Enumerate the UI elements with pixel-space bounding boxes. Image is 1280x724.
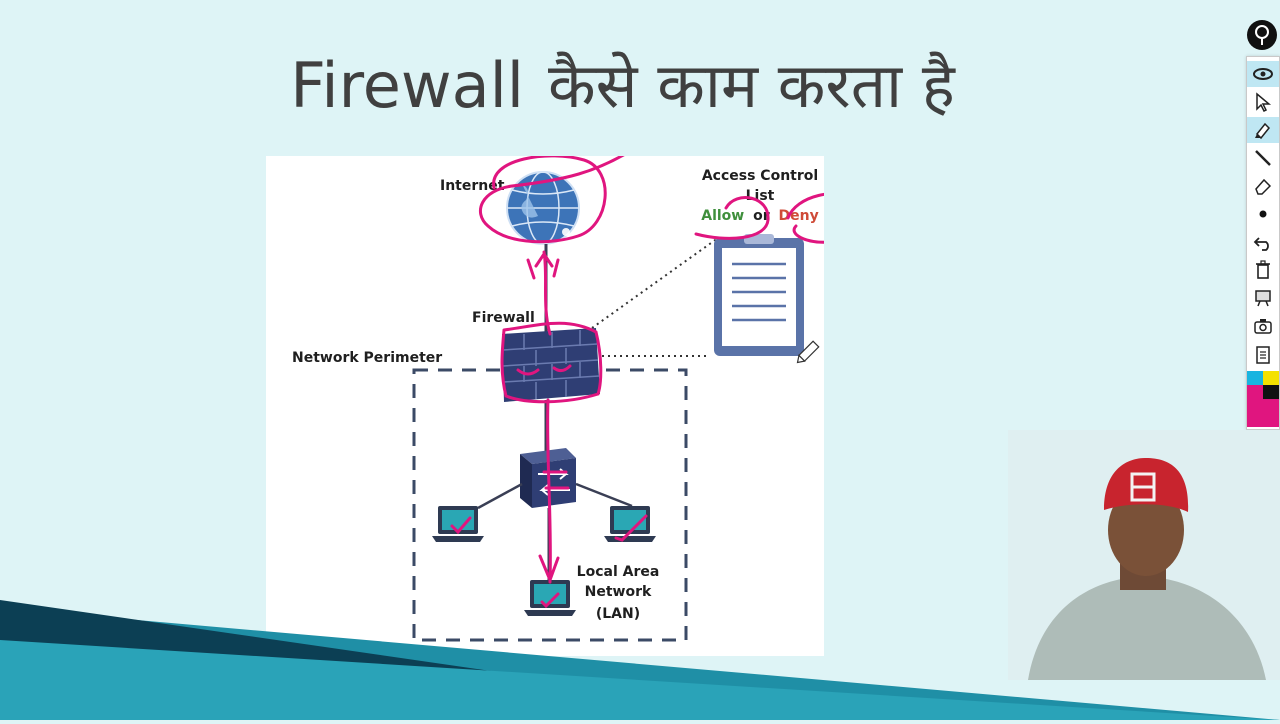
trash-tool-button[interactable] — [1247, 257, 1279, 283]
presenter-avatar — [1008, 430, 1280, 680]
annotation-toolbar — [1246, 56, 1280, 430]
firewall-wall-icon — [502, 328, 600, 402]
acl-clipboard-icon — [714, 234, 804, 356]
annotation-tick-left — [450, 516, 472, 535]
color-swatch-selected[interactable] — [1247, 399, 1279, 427]
acl-allow-deny: Allow or Deny — [701, 208, 818, 224]
annotation-arrow-down-1 — [526, 250, 560, 336]
lan-label-line1: Local Area — [577, 564, 660, 580]
network-perimeter-label: Network Perimeter — [292, 350, 442, 366]
annotation-internet-loop — [478, 156, 625, 244]
color-swatch-magenta[interactable] — [1247, 385, 1263, 399]
annotation-deny-loop — [786, 193, 824, 244]
switch-left-line — [477, 482, 523, 510]
pin-toolbar-button[interactable] — [1247, 20, 1277, 50]
color-swatch-cyan[interactable] — [1247, 371, 1263, 385]
slide-title-hindi: कैसे काम करता है — [548, 49, 955, 122]
color-swatch-black[interactable] — [1263, 385, 1279, 399]
allow-label: Allow — [701, 208, 744, 224]
acl-link-top — [591, 237, 719, 329]
pointer-icon — [1256, 92, 1272, 112]
trash-icon — [1256, 260, 1270, 279]
diagram-canvas: Internet Access Control List Allow or De… — [292, 156, 824, 642]
lan-label-line2: Network — [585, 584, 652, 600]
undo-icon — [1253, 237, 1269, 251]
deny-label: Deny — [779, 208, 819, 224]
highlighter-icon — [1255, 122, 1271, 140]
annotation-firewall-box — [500, 321, 603, 404]
internet-label: Internet — [440, 178, 505, 194]
dot-icon — [1259, 210, 1267, 218]
pen-tool-button[interactable] — [1247, 145, 1279, 171]
eraser-tool-button[interactable] — [1247, 173, 1279, 199]
highlighter-tool-button[interactable] — [1247, 117, 1279, 143]
laptop-bottom-icon — [524, 580, 576, 616]
pen-annotations — [450, 156, 824, 609]
whiteboard-icon — [1255, 290, 1271, 307]
annotation-firewall-ticks — [516, 364, 572, 376]
network-perimeter-box — [412, 368, 688, 642]
annotation-allow-loop — [694, 196, 770, 240]
lan-label-line3: (LAN) — [596, 606, 640, 622]
clipboard-icon — [1256, 346, 1270, 364]
slide-title-english: Firewall — [290, 49, 525, 122]
eye-tool-button[interactable] — [1247, 61, 1279, 87]
pen-icon — [1255, 150, 1271, 166]
color-swatch-yellow[interactable] — [1263, 371, 1279, 385]
acl-label-line1: Access Control — [702, 168, 818, 184]
slide-title: Firewall कैसे काम करता है — [0, 42, 1245, 126]
pin-icon — [1255, 25, 1269, 45]
pencil-cursor-icon — [796, 340, 820, 364]
switch-right-line — [575, 482, 633, 508]
camera-icon — [1254, 319, 1272, 334]
camera-tool-button[interactable] — [1247, 313, 1279, 339]
color-palette[interactable] — [1247, 371, 1279, 427]
annotation-tick-bottom — [540, 592, 560, 609]
pointer-tool-button[interactable] — [1247, 89, 1279, 115]
slide-bottom-band — [0, 600, 1280, 720]
annotation-switch-arrows — [542, 470, 570, 490]
internet-globe-icon — [506, 171, 580, 245]
dot-tool-button[interactable] — [1247, 201, 1279, 227]
firewall-label: Firewall — [472, 310, 535, 326]
undo-tool-button[interactable] — [1247, 229, 1279, 255]
presenter-webcam — [1008, 430, 1280, 680]
decorative-swoosh — [0, 600, 1280, 720]
clipboard-tool-button[interactable] — [1247, 341, 1279, 367]
eraser-icon — [1255, 178, 1272, 195]
whiteboard-tool-button[interactable] — [1247, 285, 1279, 311]
laptop-right-icon — [604, 506, 656, 542]
or-label: or — [753, 208, 770, 224]
eye-icon — [1253, 68, 1273, 80]
firewall-diagram: Internet Access Control List Allow or De… — [266, 156, 824, 656]
laptop-left-icon — [432, 506, 484, 542]
annotation-tick-right — [614, 514, 648, 542]
